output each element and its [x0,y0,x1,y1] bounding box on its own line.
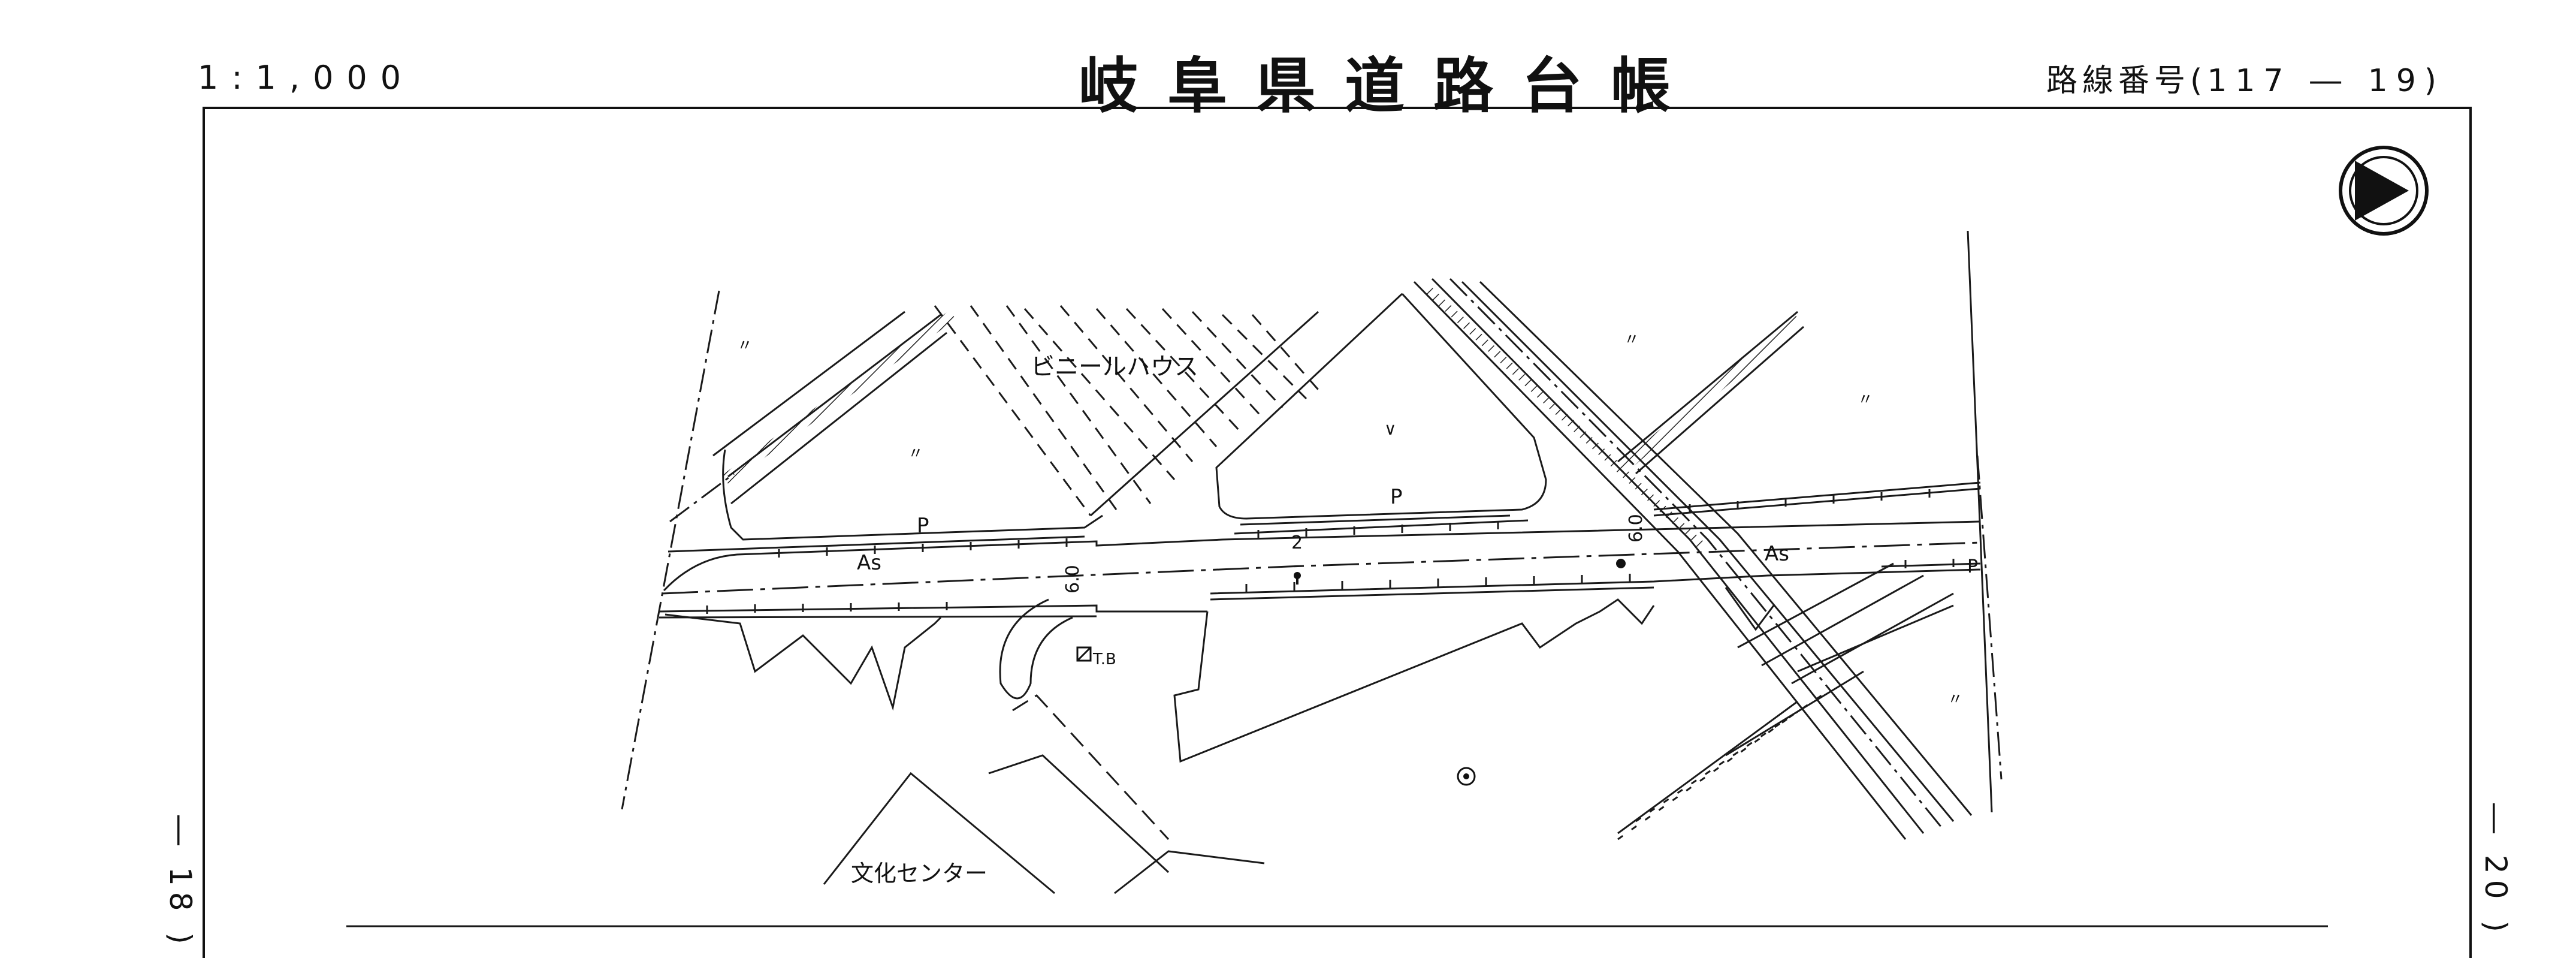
road-diag-cross-center [1449,278,1943,828]
road-diag-ur-2 [1635,326,1804,475]
road-edge-south-3 [1210,568,1981,595]
label-tb: T.B [1092,650,1116,668]
greenhouse-structure [970,305,1319,516]
road-edge-north [663,520,1981,592]
road-lr-3 [1791,592,1954,685]
label-asphalt-2: As [1765,542,1789,566]
road-diag-ul-1 [712,311,905,457]
road-diag-cross-3 [1461,281,1955,822]
north-arrow-icon [2339,146,2429,236]
road-edge-south-4 [1210,586,1654,601]
boundary-line-right-2 [1976,455,2003,780]
building-dashed-outline [1012,694,1170,840]
route-number-label: 路線番号(117 ― 19) [2046,55,2441,100]
road-diag-cross-hatch [1423,284,1705,549]
greenhouse-edge-right [1089,311,1319,517]
label-asphalt-1: As [857,551,881,575]
retaining-wall-hatch-2 [1620,314,1801,472]
road-curb-north-1 [668,535,1085,553]
shrine-icon [1457,767,1476,786]
label-paddy-4: 〃 [1858,391,1873,409]
label-paddy-1: 〃 [737,337,753,355]
road-diag-cross-1 [1413,281,1907,840]
road-edge-south-2 [659,615,1097,619]
label-paddy-3: 〃 [1624,331,1639,349]
lot-curb-ul [722,449,1103,541]
label-paddy-2: 〃 [908,445,923,463]
greenhouse-edge-left [934,305,1092,516]
road-lr-1 [1737,562,1894,649]
building-culture-center-2 [988,754,1170,873]
road-lr-4 [1797,604,1954,673]
embankment-right-1 [1725,587,1775,631]
road-lr-2 [1761,574,1924,667]
road-diag-ul-3 [730,332,947,505]
building-culture-center-1 [823,772,1055,894]
post-icon [1294,572,1301,585]
label-parking-2: P [1390,485,1403,509]
boundary-line-left [621,290,720,810]
route-close-paren: ) [2424,63,2442,99]
central-lot-curb [1240,514,1511,526]
label-width-2: 6.0 [1626,514,1647,543]
embankment-left [665,613,942,711]
road-centerline [662,541,1981,595]
label-greenhouse: ビニールハウス [1031,353,1198,381]
label-paddy-5: 〃 [1947,691,1963,709]
road-diag-cross-4 [1479,281,1973,816]
label-field-1: ∨ [1384,419,1397,439]
label-post-number: 2 [1291,532,1303,553]
building-culture-center-3 [1114,850,1265,894]
retaining-wall-hatch-1 [721,310,956,484]
page-title: 岐阜県道路台帳 [1079,51,1699,121]
route-label-text: 路線番号 [2046,63,2191,99]
label-width-1: 6.0 [1062,565,1083,594]
road-curb-north-4 [1653,481,1981,511]
next-sheet-reference: ― 20 ) [2478,803,2513,938]
road-edge-ticks-north [778,489,1931,558]
road-diag-ul-center [669,472,735,523]
road-edge-south-5 [1881,562,1981,568]
route-number-value: 117 ― 19 [2207,63,2424,99]
central-lot-outline [1215,293,1547,520]
label-culture-center: 文化センター [851,860,987,887]
road-curb-north-3 [1653,487,1981,517]
previous-sheet-reference: ― 18 ) [163,815,198,950]
label-parking-3: P [1967,556,1978,577]
tb-marker-icon [1076,646,1092,662]
embankment-central [1173,598,1655,763]
label-parking-1: P [917,514,929,538]
map-frame [203,107,2472,958]
map-scale: 1:1,000 [198,59,415,97]
road-edge-ticks-south [706,559,1955,614]
road-lr-lower-2 [1725,670,1864,757]
road-lr-lower-1 [1617,700,1798,835]
road-lr-lower-ticks [1617,694,1822,840]
road-curb-north-2 [1234,519,1529,535]
embankment-drop [999,598,1073,700]
manhole-icon [1616,559,1626,568]
route-open-paren: ( [2190,63,2207,99]
road-edge-south-1 [659,604,1207,613]
